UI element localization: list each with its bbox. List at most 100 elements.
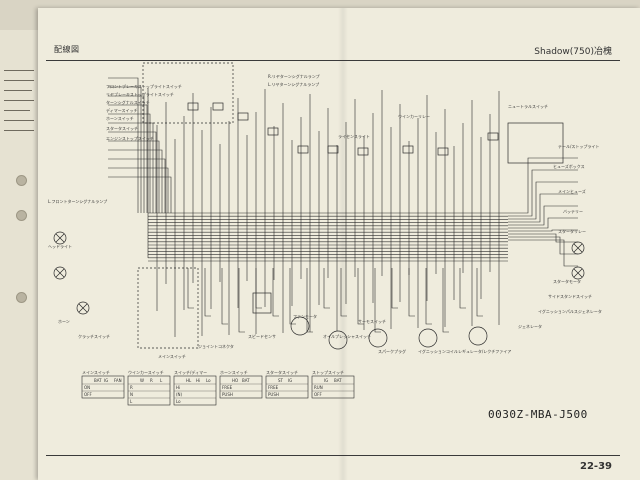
component-label: フロントブレーキストップライトスイッチ <box>106 83 182 89</box>
harness-wire <box>508 181 578 220</box>
binder-hole <box>16 210 27 221</box>
legend-table <box>173 375 217 406</box>
connector-box <box>297 145 309 154</box>
component-label: ジェネレータ <box>518 323 542 329</box>
harness-wire <box>108 77 139 213</box>
connector-box <box>327 145 339 154</box>
harness-wire <box>272 268 279 317</box>
legend-header: IG <box>104 378 108 383</box>
harness-wire <box>508 205 578 226</box>
legend-header: ST <box>278 378 284 383</box>
harness-wire <box>508 193 578 223</box>
connector-box <box>237 112 249 121</box>
harness-wire <box>459 268 466 309</box>
harness-wire <box>508 239 578 267</box>
legend-header: W <box>140 378 144 383</box>
legend-row: N <box>130 392 133 397</box>
component-label: サーモスイッチ <box>358 319 386 324</box>
harness-wire <box>108 140 160 213</box>
component-label: メインスイッチ <box>158 354 186 359</box>
harness-wire <box>108 158 166 213</box>
harness-wire <box>442 268 449 333</box>
lamp-cross <box>55 233 65 243</box>
legend-title: メインスイッチ <box>82 370 110 375</box>
legend-title: ストップスイッチ <box>312 369 344 375</box>
lamp-symbol <box>53 266 67 280</box>
harness-wire <box>323 268 330 309</box>
component-label: スピードセンサ <box>248 334 276 339</box>
legend-header: HO <box>232 378 238 383</box>
component-label: ウインカーリレー <box>398 113 430 119</box>
lamp-symbol <box>53 231 67 245</box>
footer-rule <box>46 455 620 456</box>
components <box>53 62 585 350</box>
legend-row: Hi <box>176 385 180 390</box>
component-label: スパークプラグ <box>378 348 406 354</box>
underlying-line <box>4 130 34 131</box>
legend-header: IG <box>288 378 292 383</box>
underlying-line <box>4 90 32 91</box>
underlying-line <box>4 70 34 71</box>
harness-wire <box>508 169 578 217</box>
component-label: サイドスタンドスイッチ <box>548 293 592 299</box>
battery-symbol <box>252 292 272 314</box>
wire-harness <box>108 77 578 337</box>
legend-row: L <box>130 399 133 404</box>
legend-row: Lo <box>176 399 181 404</box>
legend-row: RUN <box>314 385 323 390</box>
motor-symbol <box>290 316 310 336</box>
harness-wire <box>187 268 194 309</box>
legend-row: FREE <box>268 385 279 390</box>
legend-header: BAT <box>242 378 250 383</box>
component-label: クラッチスイッチ <box>78 333 110 339</box>
component-label: ターンシグナルスイッチ <box>106 99 150 105</box>
underlying-line <box>4 100 34 101</box>
component-label: ジョイントコネクタ <box>198 343 234 349</box>
component-labels: フロントブレーキストップライトスイッチリヤブレーキストップライトスイッチターンシ… <box>48 73 602 359</box>
harness-wire <box>108 113 151 213</box>
legend-row: ON <box>84 385 90 390</box>
underlying-line <box>4 80 34 81</box>
harness-wire <box>255 268 262 309</box>
component-label: L.リヤターンシグナルランプ <box>268 81 319 87</box>
harness-wire <box>425 268 432 325</box>
connector-box <box>267 127 279 136</box>
component-label: L.フロントターンシグナルランプ <box>48 198 107 204</box>
legend-row: PUSH <box>222 392 233 397</box>
legend-title: スタータスイッチ <box>266 369 298 375</box>
legend-title: スイッチ/ディマー <box>174 369 207 375</box>
harness-wire <box>340 268 347 317</box>
legend-header: BAT <box>94 378 102 383</box>
motor-symbol <box>328 330 348 350</box>
harness-wire <box>508 233 578 243</box>
legend-row: (N) <box>176 392 183 397</box>
harness-wire <box>508 157 578 214</box>
harness-wire <box>508 217 578 229</box>
legend-table <box>311 375 355 399</box>
manual-page: 配線図 Shadow(750)冶槐 0030Z-MBA-J500 22-39 <box>38 8 640 480</box>
legend-table <box>219 375 263 399</box>
legend-header: HL <box>186 378 192 383</box>
component-label: テール/ストップライト <box>558 143 599 149</box>
harness-wire <box>108 131 157 213</box>
component-label: スタータモータ <box>553 278 581 284</box>
harness-wire <box>391 268 398 309</box>
component-label: エンジンストップスイッチ <box>106 135 154 141</box>
binder-hole <box>16 292 27 303</box>
underlying-line <box>4 120 34 121</box>
connector-box <box>212 102 224 111</box>
harness-wire <box>374 268 381 333</box>
harness-wire <box>508 236 578 255</box>
underlying-line <box>4 110 30 111</box>
lamp-cross <box>55 268 65 278</box>
lamp-cross <box>573 243 583 253</box>
legend-table <box>81 375 125 399</box>
legend-row: OFF <box>84 392 92 397</box>
component-label: メインヒューズ <box>558 188 586 194</box>
harness-wire <box>289 268 296 325</box>
